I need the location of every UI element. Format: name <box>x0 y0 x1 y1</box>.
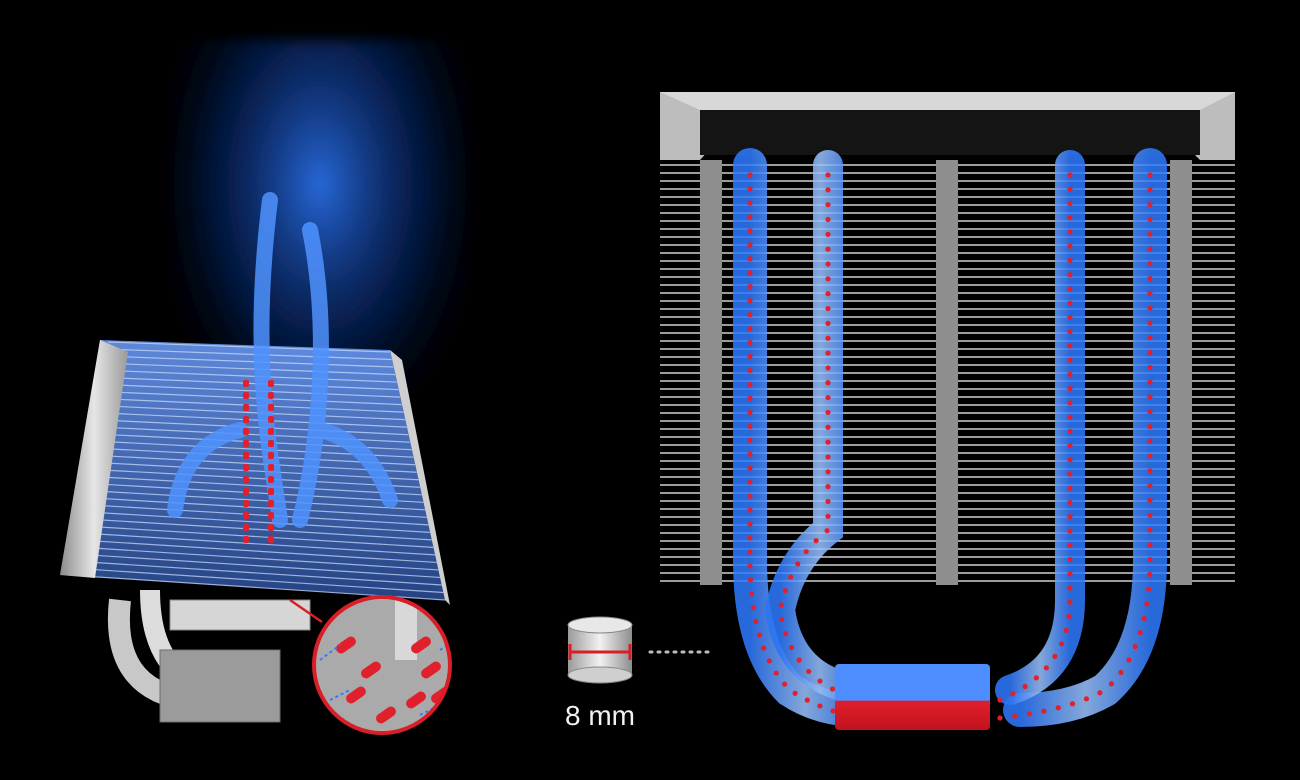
cooler-perspective-view <box>60 40 470 735</box>
heatpipe-cylinder-icon <box>567 616 633 684</box>
heat-dot-icon <box>243 380 274 543</box>
airflow-arrow-icon <box>167 192 398 528</box>
zoom-callout-icon <box>312 595 452 735</box>
heat-dot-icon <box>747 172 1153 721</box>
cooler-front-view <box>648 92 1235 730</box>
heatpipe-diameter-label: 8 mm <box>565 700 635 731</box>
